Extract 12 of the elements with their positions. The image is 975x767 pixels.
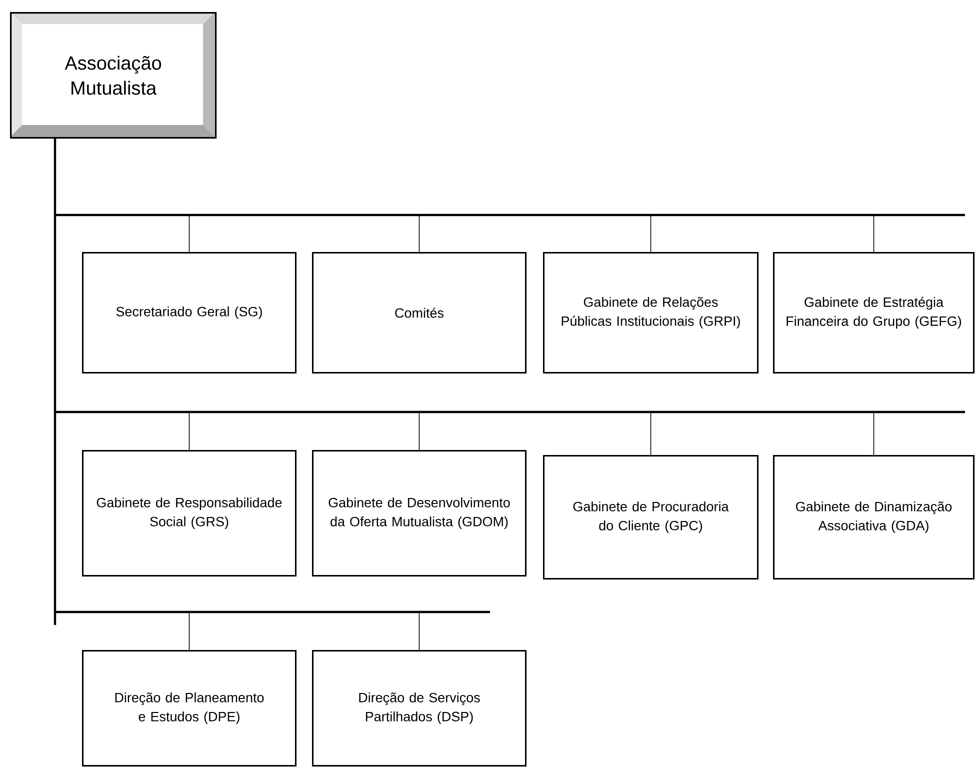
bevel-box: Associação Mutualista (10, 12, 217, 139)
unit-box: Gabinete de Estratégia Financeira do Grupo (GEFG) (773, 252, 974, 374)
unit-box: Secretariado Geral (SG) (82, 252, 296, 374)
unit-box: Gabinete de Relações Públicas Institucionais (GRPI) (543, 252, 758, 374)
connector-line (54, 138, 420, 650)
unit-box: Gabinete de Procuradoria do Cliente (GPC) (543, 455, 758, 580)
unit-box: Direção de Serviços Partilhados (DSP) (312, 650, 526, 766)
unit-box: Comités (312, 252, 526, 374)
unit-box: Gabinete de Desenvolvimento da Oferta Mutualista (GDOM) (312, 450, 526, 576)
unit-box: Gabinete de Dinamização Associativa (GDA) (773, 455, 974, 580)
unit-box: Direção de Planeamento e Estudos (DPE) (82, 650, 296, 766)
unit-box: Gabinete de Responsabilidade Social (GRS) (82, 450, 296, 576)
